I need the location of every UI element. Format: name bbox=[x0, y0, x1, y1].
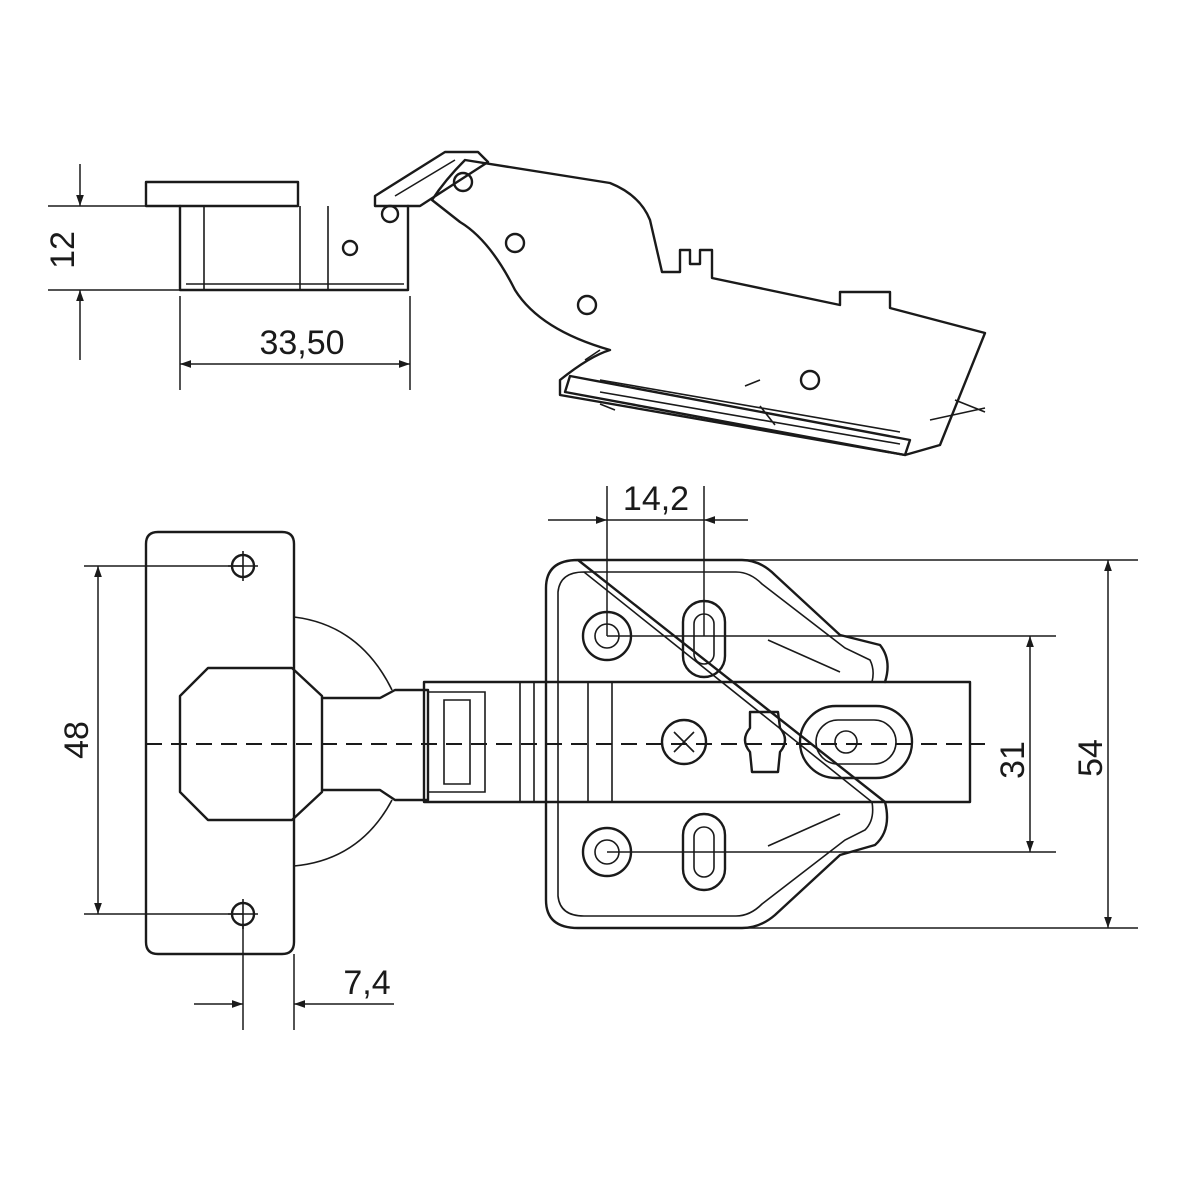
mounting-plate bbox=[563, 374, 912, 457]
base-plate bbox=[544, 558, 889, 930]
rivet bbox=[576, 294, 598, 316]
cup-flange bbox=[144, 180, 300, 208]
hinge-arm bbox=[430, 158, 987, 457]
adjustment-screw bbox=[660, 718, 708, 766]
rivet bbox=[380, 204, 400, 224]
dim-48: 48 bbox=[58, 721, 96, 759]
dim-7-4: 7,4 bbox=[343, 964, 390, 1002]
rivet bbox=[452, 171, 474, 193]
dimensions: 12 33,50 14,2 48 31 54 7,4 bbox=[44, 164, 1138, 1030]
cup-outline bbox=[293, 616, 393, 867]
dim-33-50: 33,50 bbox=[259, 324, 344, 362]
dim-14-2: 14,2 bbox=[623, 480, 689, 518]
rivet bbox=[799, 369, 821, 391]
cam-adjuster bbox=[798, 704, 914, 780]
cup-body bbox=[178, 204, 410, 292]
rivet bbox=[341, 239, 359, 257]
door-plate bbox=[144, 530, 296, 956]
arm-body bbox=[422, 680, 972, 804]
dim-12: 12 bbox=[44, 231, 82, 269]
side-view bbox=[144, 150, 987, 457]
clip-keyhole bbox=[743, 710, 787, 774]
dim-31: 31 bbox=[994, 741, 1032, 779]
rivet bbox=[504, 232, 526, 254]
hinge-link bbox=[373, 150, 490, 208]
cup-boss bbox=[178, 666, 324, 822]
dim-54: 54 bbox=[1072, 739, 1110, 777]
top-view bbox=[144, 530, 985, 956]
